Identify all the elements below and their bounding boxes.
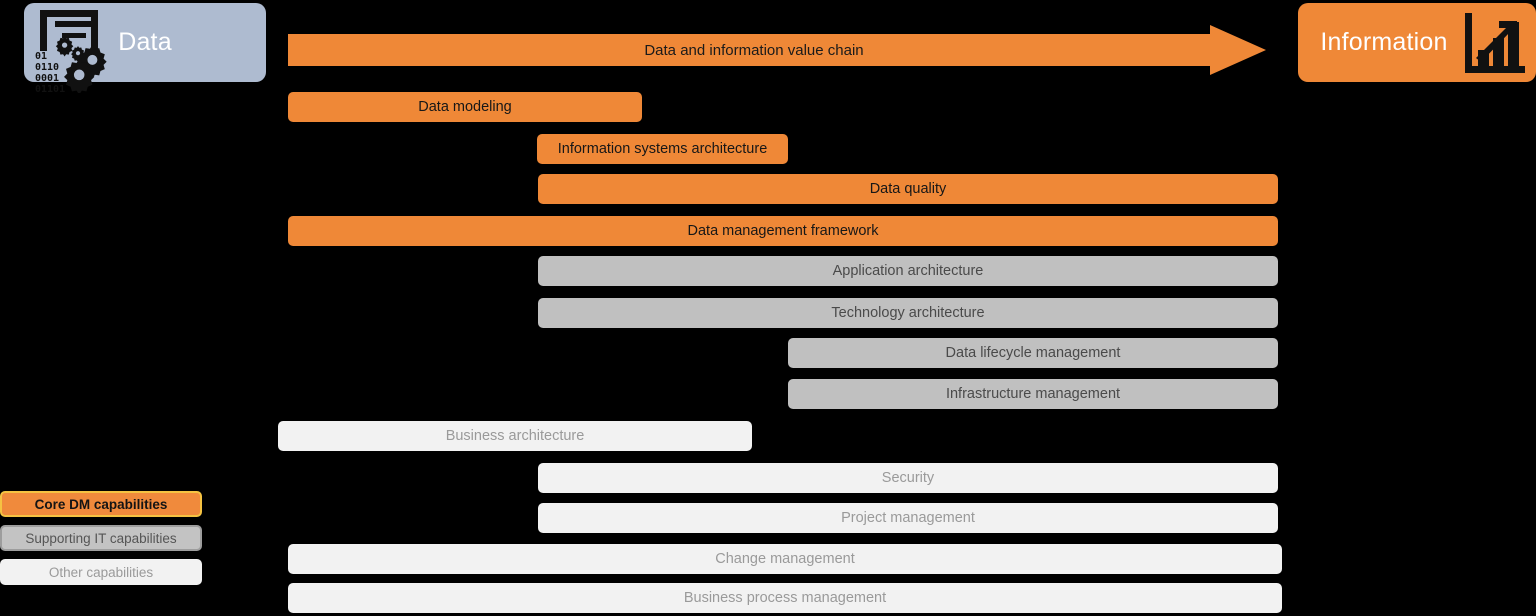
capability-bar-label: Security (881, 470, 935, 486)
capability-bar[interactable]: Security (538, 463, 1278, 493)
capability-bar-label: Data modeling (418, 99, 512, 115)
legend-label-other: Other capabilities (48, 564, 154, 580)
svg-text:01: 01 (35, 51, 47, 62)
capability-bar[interactable]: Infrastructure management (788, 379, 1278, 409)
capability-bar-label: Data management framework (687, 223, 879, 239)
capability-bar[interactable]: Data modeling (288, 92, 642, 122)
capability-bar-label: Data lifecycle management (945, 345, 1121, 361)
capability-bar-label: Technology architecture (831, 305, 985, 321)
svg-text:01101: 01101 (35, 84, 65, 93)
data-endpoint-label: Data (118, 28, 172, 56)
capability-bar-label: Information systems architecture (557, 141, 768, 157)
capability-bar[interactable]: Business process management (288, 583, 1282, 613)
legend-label-supporting: Supporting IT capabilities (25, 530, 177, 546)
capability-bar[interactable]: Information systems architecture (537, 134, 788, 164)
capability-bar[interactable]: Data management framework (288, 216, 1278, 246)
capability-bar-label: Business architecture (445, 428, 585, 444)
capability-bar-label: Project management (841, 510, 975, 526)
capability-bar[interactable]: Change management (288, 544, 1282, 574)
legend-label-core: Core DM capabilities (34, 496, 168, 512)
capability-bar[interactable]: Project management (538, 503, 1278, 533)
legend: Core DM capabilities Supporting IT capab… (0, 491, 210, 591)
value-chain-arrow: Data and information value chain (288, 25, 1266, 75)
capability-bar[interactable]: Data lifecycle management (788, 338, 1278, 368)
capability-bar-label: Data quality (869, 181, 947, 197)
capability-bar-label: Application architecture (832, 263, 984, 279)
legend-item-other-capabilities[interactable]: Other capabilities (0, 559, 202, 585)
capability-bar-label: Business process management (683, 590, 887, 606)
bar-chart-growth-arrow-icon (1462, 10, 1528, 76)
data-endpoint-card: 01 0110 0001 01101 (24, 3, 266, 95)
legend-item-core-dm-capabilities[interactable]: Core DM capabilities (0, 491, 202, 517)
capability-bar[interactable]: Application architecture (538, 256, 1278, 286)
capability-bar[interactable]: Data quality (538, 174, 1278, 204)
legend-item-supporting-it-capabilities[interactable]: Supporting IT capabilities (0, 525, 202, 551)
capability-bar[interactable]: Technology architecture (538, 298, 1278, 328)
capability-bar-label: Infrastructure management (945, 386, 1121, 402)
information-endpoint-label: Information (1320, 28, 1448, 56)
data-document-gears-binary-icon: 01 0110 0001 01101 (32, 3, 124, 95)
svg-text:0001: 0001 (35, 73, 59, 84)
capability-bar[interactable]: Business architecture (278, 421, 752, 451)
capability-bar-label: Change management (715, 551, 855, 567)
information-endpoint-card: Information (1298, 3, 1536, 82)
value-chain-arrow-label: Data and information value chain (644, 41, 864, 59)
svg-text:0110: 0110 (35, 62, 59, 73)
